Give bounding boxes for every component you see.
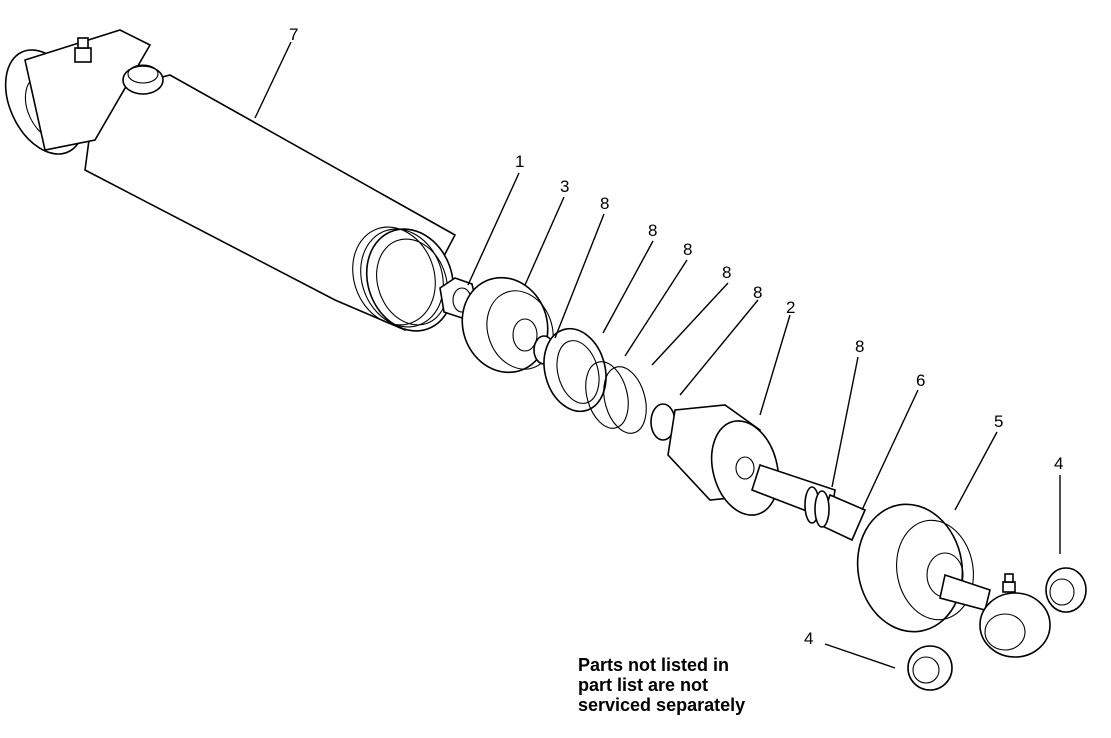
callout-1: 1 <box>515 152 524 171</box>
callout-8-f: 8 <box>855 337 864 356</box>
callout-4-b: 4 <box>804 629 813 648</box>
piston <box>667 404 780 516</box>
callout-labels: 7 1 3 8 8 8 8 8 2 8 6 5 4 4 <box>289 25 1063 648</box>
bushing-left <box>907 645 953 691</box>
callout-8-e: 8 <box>753 283 762 302</box>
backup-ring-1 <box>585 361 629 429</box>
service-note: Parts not listed in part list are not se… <box>578 655 745 715</box>
callout-3: 3 <box>560 177 569 196</box>
callout-2: 2 <box>786 298 795 317</box>
callout-5: 5 <box>994 412 1003 431</box>
callout-8-d: 8 <box>722 263 731 282</box>
gland <box>461 276 554 374</box>
rod-end-housing <box>856 503 974 633</box>
rod-eye <box>939 573 1051 658</box>
callout-7: 7 <box>289 25 298 44</box>
leader-lines <box>254 41 1061 669</box>
callout-6: 6 <box>916 371 925 390</box>
service-note-line-1: Parts not listed in <box>578 655 730 675</box>
callout-4-a: 4 <box>1054 454 1063 473</box>
callout-8-c: 8 <box>683 240 692 259</box>
callout-8-a: 8 <box>600 194 609 213</box>
bushing-right <box>1045 567 1087 613</box>
service-note-line-2: part list are not <box>578 675 709 695</box>
backup-ring-2 <box>603 366 647 434</box>
callout-8-b: 8 <box>648 221 657 240</box>
cylinder-barrel <box>4 29 457 332</box>
piston-rod <box>751 463 867 542</box>
service-note-line-3: serviced separately <box>578 695 746 715</box>
